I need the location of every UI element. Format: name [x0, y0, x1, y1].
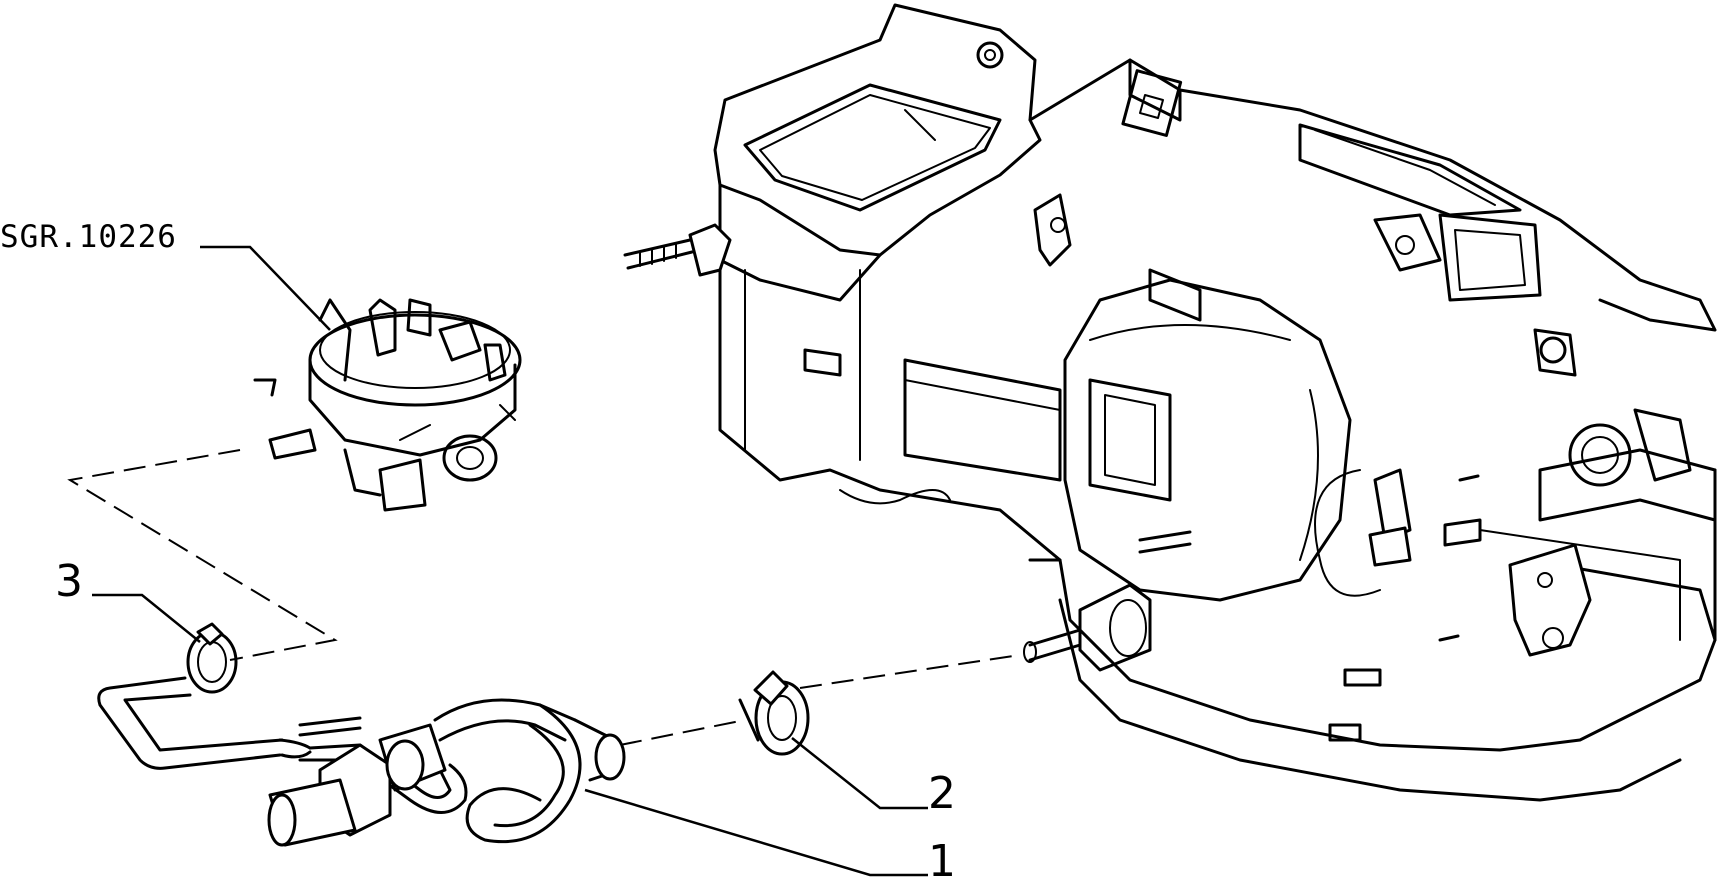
callout-1: 1 — [928, 836, 956, 877]
dashed-assembly-guides — [67, 449, 1021, 746]
reference-label: SGR.10226 — [0, 219, 177, 255]
heater-hose-assembly — [97, 676, 626, 847]
heater-housing-assembly — [623, 3, 1717, 802]
callout-3: 3 — [55, 556, 83, 607]
throttle-body-unit — [253, 298, 522, 512]
hose-clamp-part-3 — [186, 622, 238, 694]
hose-clamp-part-2 — [738, 670, 810, 756]
leader-lines — [92, 245, 928, 877]
callout-2: 2 — [928, 768, 956, 819]
